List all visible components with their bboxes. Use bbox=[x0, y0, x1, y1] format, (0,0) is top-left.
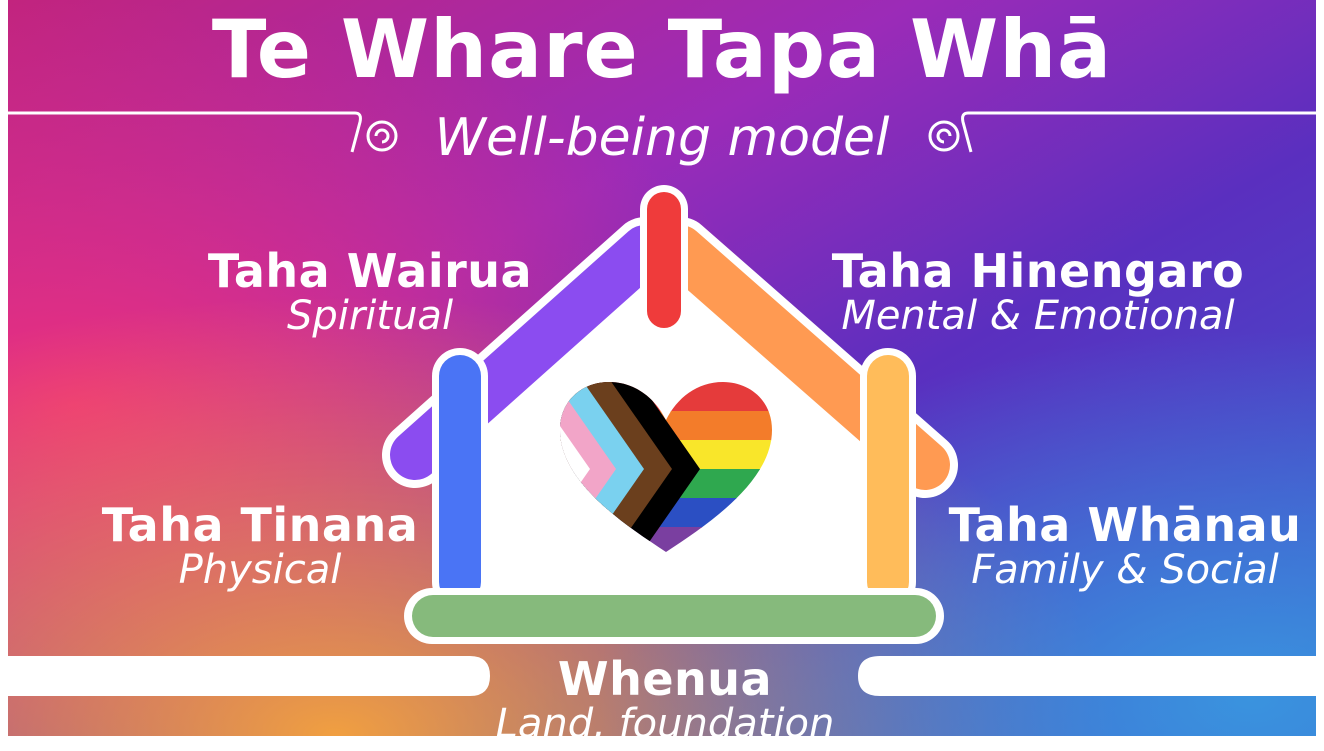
label-spiritual-english: Spiritual bbox=[286, 293, 454, 339]
label-spiritual: Taha Wairua Spiritual bbox=[160, 248, 580, 336]
floor-beam bbox=[412, 595, 936, 637]
right-wall bbox=[867, 355, 909, 603]
label-family: Taha Whānau Family & Social bbox=[930, 502, 1320, 590]
label-mental-maori: Taha Hinengaro bbox=[831, 244, 1245, 298]
left-wall bbox=[439, 355, 481, 603]
label-spiritual-maori: Taha Wairua bbox=[207, 244, 533, 298]
page-title: Te Whare Tapa Whā bbox=[211, 3, 1113, 96]
label-mental-english: Mental & Emotional bbox=[841, 293, 1235, 339]
label-family-maori: Taha Whānau bbox=[948, 498, 1302, 552]
label-land: Whenua Land, foundation bbox=[440, 656, 890, 744]
label-land-maori: Whenua bbox=[557, 652, 773, 706]
label-physical: Taha Tinana Physical bbox=[40, 502, 480, 590]
ground-band bbox=[8, 656, 1316, 696]
label-physical-english: Physical bbox=[178, 547, 342, 593]
label-family-english: Family & Social bbox=[971, 547, 1279, 593]
title-divider bbox=[8, 111, 1316, 153]
ridge-post bbox=[647, 192, 681, 328]
label-land-english: Land, foundation bbox=[495, 701, 835, 747]
page-subtitle: Well-being model bbox=[434, 108, 890, 168]
label-mental: Taha Hinengaro Mental & Emotional bbox=[808, 248, 1268, 336]
label-physical-maori: Taha Tinana bbox=[101, 498, 419, 552]
